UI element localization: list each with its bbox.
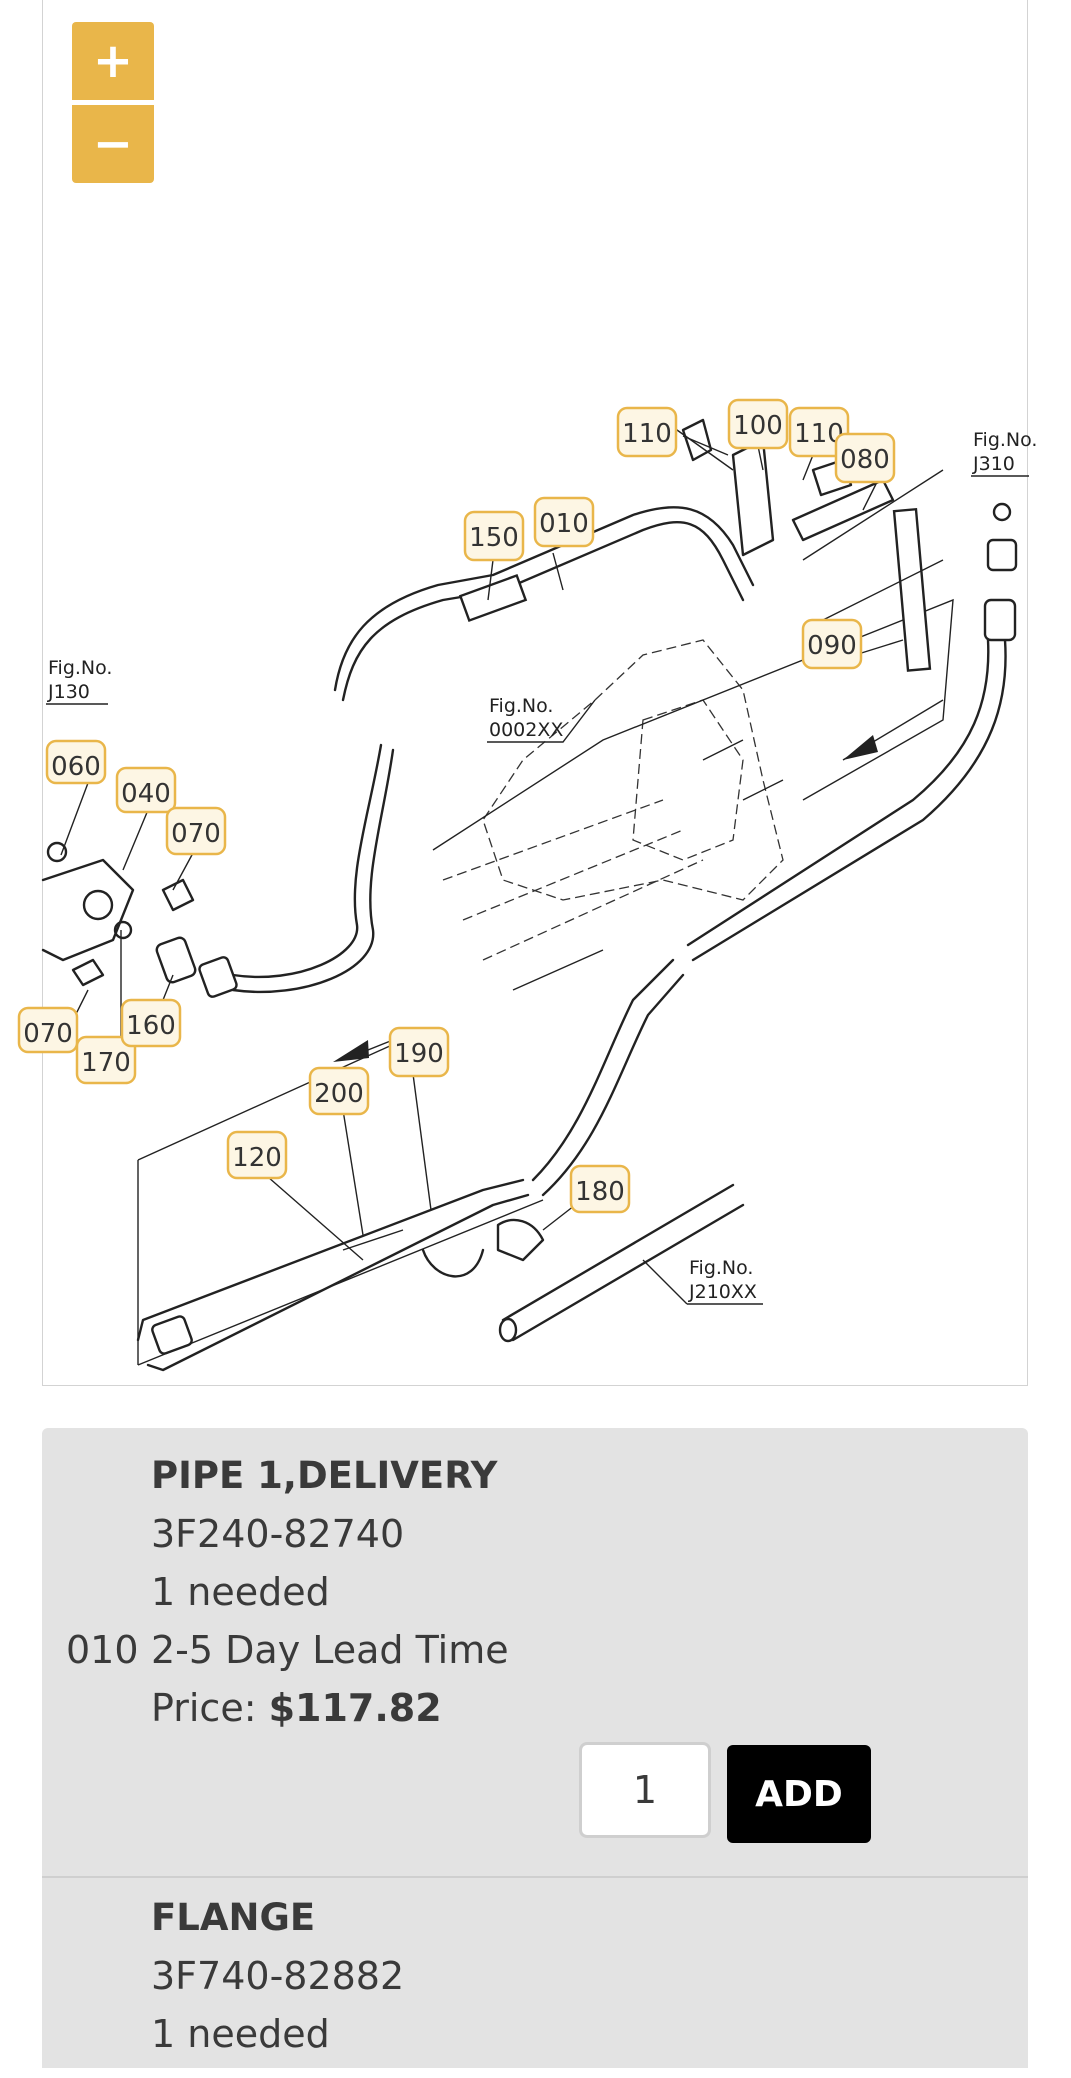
- ref-number: 010: [66, 1628, 139, 1672]
- svg-text:Fig.No.: Fig.No.: [48, 657, 112, 679]
- svg-text:Fig.No.: Fig.No.: [489, 695, 553, 717]
- parts-diagram[interactable]: 110 100 110 080 150 010 090 060 040 070 …: [17, 0, 1037, 1386]
- svg-text:090: 090: [807, 631, 857, 661]
- svg-text:070: 070: [171, 819, 221, 849]
- callout-180[interactable]: 180: [569, 1164, 631, 1214]
- svg-text:110: 110: [622, 419, 672, 449]
- callout-070b[interactable]: 070: [17, 1006, 79, 1054]
- svg-text:Fig.No.: Fig.No.: [973, 429, 1037, 451]
- quantity-needed: 1 needed: [151, 2012, 330, 2056]
- svg-text:J210XX: J210XX: [688, 1281, 757, 1303]
- part-name: FLANGE: [151, 1896, 316, 1939]
- figref-j210xx[interactable]: Fig.No. J210XX: [642, 1257, 763, 1305]
- delivery-pipe-upper: [231, 506, 755, 994]
- part-name: PIPE 1,DELIVERY: [151, 1454, 498, 1497]
- svg-text:Fig.No.: Fig.No.: [689, 1257, 753, 1279]
- pump-fittings-left: [41, 841, 238, 998]
- svg-text:080: 080: [840, 445, 890, 475]
- figref-j310[interactable]: Fig.No. J310: [971, 429, 1037, 477]
- callout-150[interactable]: 150: [463, 510, 525, 562]
- part-row-flange: FLANGE 3F740-82882 1 needed: [42, 1876, 1028, 2078]
- callout-080[interactable]: 080: [834, 432, 896, 484]
- zoom-out-button[interactable]: −: [72, 105, 154, 183]
- add-to-cart-button[interactable]: ADD: [727, 1745, 871, 1843]
- callout-070a[interactable]: 070: [165, 806, 227, 856]
- callout-010[interactable]: 010: [533, 496, 595, 548]
- svg-text:040: 040: [121, 779, 171, 809]
- part-row-010: 010 PIPE 1,DELIVERY 3F240-82740 1 needed…: [42, 1428, 1028, 1876]
- svg-text:160: 160: [126, 1011, 176, 1041]
- svg-text:170: 170: [81, 1048, 131, 1078]
- pipe-right-assembly: [686, 502, 1018, 962]
- figref-0002xx[interactable]: Fig.No. 0002XX: [487, 695, 596, 743]
- quantity-input[interactable]: [579, 1742, 711, 1838]
- svg-text:200: 200: [314, 1079, 364, 1109]
- svg-text:070: 070: [23, 1019, 73, 1049]
- callout-leaders: [60, 435, 904, 1261]
- quantity-needed: 1 needed: [151, 1570, 330, 1614]
- callout-110a[interactable]: 110: [616, 406, 678, 458]
- engine-block-outline: [432, 598, 954, 991]
- part-number: 3F240-82740: [151, 1512, 405, 1556]
- svg-text:010: 010: [539, 509, 589, 539]
- exploded-parts-drawing: 110 100 110 080 150 010 090 060 040 070 …: [17, 398, 1037, 1372]
- svg-text:180: 180: [575, 1177, 625, 1207]
- svg-text:120: 120: [232, 1143, 282, 1173]
- part-number: 3F740-82882: [151, 1954, 405, 1998]
- price-value: $117.82: [268, 1686, 442, 1730]
- callout-090[interactable]: 090: [801, 618, 863, 670]
- price-label: Price:: [151, 1686, 269, 1730]
- clamp-assembly: [662, 418, 944, 672]
- parts-list: 010 PIPE 1,DELIVERY 3F240-82740 1 needed…: [42, 1428, 1028, 2068]
- callout-120[interactable]: 120: [226, 1130, 288, 1180]
- svg-text:190: 190: [394, 1039, 444, 1069]
- svg-text:0002XX: 0002XX: [489, 719, 563, 741]
- callout-160[interactable]: 160: [120, 998, 182, 1048]
- callout-200[interactable]: 200: [308, 1066, 370, 1116]
- svg-text:060: 060: [51, 752, 101, 782]
- figref-j130[interactable]: Fig.No. J130: [46, 657, 112, 705]
- callout-060[interactable]: 060: [45, 739, 107, 785]
- svg-text:J310: J310: [972, 453, 1015, 475]
- callout-100[interactable]: 100: [727, 398, 789, 450]
- svg-text:150: 150: [469, 523, 519, 553]
- svg-text:J130: J130: [47, 681, 90, 703]
- svg-text:100: 100: [733, 411, 783, 441]
- lead-time: 2-5 Day Lead Time: [151, 1628, 509, 1672]
- arrowhead-left: [333, 1040, 369, 1062]
- delivery-pipe-lower: [136, 958, 685, 1372]
- zoom-in-button[interactable]: +: [72, 22, 154, 100]
- pipe-j210: [342, 1183, 745, 1343]
- callout-170[interactable]: 170: [75, 1035, 137, 1085]
- callout-040[interactable]: 040: [115, 766, 177, 814]
- price: Price: $117.82: [151, 1686, 442, 1730]
- arrowhead-right: [843, 735, 878, 760]
- callout-190[interactable]: 190: [388, 1026, 450, 1078]
